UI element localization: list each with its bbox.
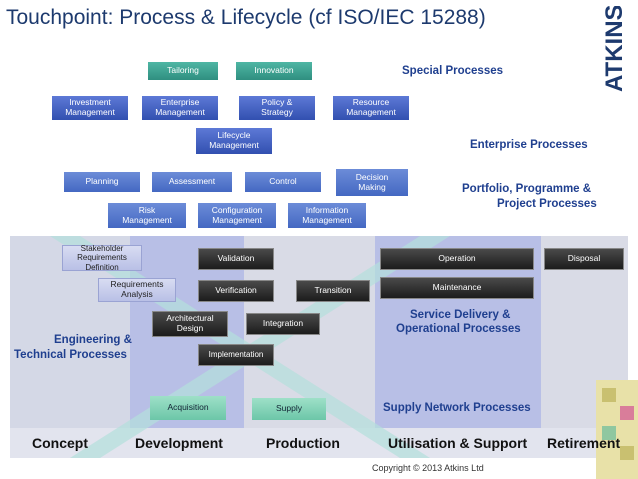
phase-development: Development — [135, 435, 223, 451]
maintenance-box: Maintenance — [380, 277, 534, 299]
validation-label: Validation — [217, 253, 255, 264]
copyright-text: Copyright © 2013 Atkins Ltd — [372, 463, 484, 473]
requirements-line1: Requirements — [110, 279, 164, 290]
supply-box: Supply — [252, 398, 326, 420]
integration-label: Integration — [262, 318, 304, 329]
portfolio-label-line2: Project Processes — [497, 198, 597, 210]
operation-label: Operation — [438, 253, 476, 264]
verification-box: Verification — [198, 280, 274, 302]
planning-box: Planning — [64, 172, 140, 192]
portfolio-label-line1: Portfolio, Programme & — [462, 183, 592, 195]
innovation-label: Innovation — [254, 65, 294, 76]
phase-production: Production — [266, 435, 340, 451]
acquisition-label: Acquisition — [167, 402, 209, 413]
engineering-label-line2: Technical Processes — [14, 349, 127, 361]
investment-line2: Management — [65, 107, 115, 117]
information-line2: Management — [302, 214, 352, 225]
architectural-line1: Architectural — [166, 313, 214, 324]
atkins-logo: ATKINS — [592, 4, 632, 94]
phase-utilisation-support: Utilisation & Support — [388, 435, 528, 451]
implementation-label: Implementation — [208, 350, 264, 360]
disposal-box: Disposal — [544, 248, 624, 270]
investment-line1: Investment — [69, 97, 111, 108]
resource-line1: Resource — [352, 97, 390, 108]
control-box: Control — [245, 172, 321, 192]
requirements-line2: Analysis — [121, 289, 153, 299]
page-title: Touchpoint: Process & Lifecycle (cf ISO/… — [6, 6, 486, 29]
tailoring-label: Tailoring — [167, 65, 199, 76]
maintenance-label: Maintenance — [432, 282, 482, 293]
configuration-line1: Configuration — [211, 204, 263, 215]
service-label-line2: Operational Processes — [396, 323, 521, 335]
operation-box: Operation — [380, 248, 534, 270]
lifecycle-line2: Management — [209, 140, 259, 150]
enterprise-processes-label: Enterprise Processes — [470, 139, 588, 151]
utilisation-band — [375, 236, 541, 458]
validation-box: Validation — [198, 248, 274, 270]
enterprise-line2: Management — [155, 107, 205, 117]
logo-text: ATKINS — [601, 6, 628, 92]
decision-line2: Making — [358, 181, 386, 192]
stakeholder-line3: Definition — [85, 262, 119, 272]
service-label-line1: Service Delivery & — [410, 309, 511, 321]
integration-box: Integration — [246, 313, 320, 335]
special-processes-label: Special Processes — [402, 65, 504, 77]
supply-label: Supply — [276, 403, 302, 414]
decision-line1: Decision — [355, 171, 389, 182]
acquisition-box: Acquisition — [150, 396, 226, 420]
resource-line2: Management — [346, 107, 396, 117]
innovation-box: Innovation — [236, 62, 312, 80]
stakeholder-line2: Requirements — [77, 253, 127, 263]
risk-line2: Management — [122, 214, 172, 225]
assessment-label: Assessment — [168, 176, 216, 187]
disposal-label: Disposal — [567, 253, 601, 264]
information-line1: Information — [305, 204, 349, 215]
stakeholder-line1: Stakeholder — [80, 244, 124, 254]
implementation-box: Implementation — [198, 344, 274, 366]
supply-network-label: Supply Network Processes — [383, 402, 531, 414]
control-label: Control — [269, 176, 297, 187]
architectural-line2: Design — [176, 323, 204, 333]
policy-strategy-box: Policy &Strategy — [239, 96, 315, 120]
transition-label: Transition — [314, 285, 352, 296]
configuration-line2: Management — [212, 214, 262, 225]
planning-label: Planning — [85, 176, 119, 187]
policy-line2: Strategy — [261, 107, 293, 117]
tailoring-box: Tailoring — [148, 62, 218, 80]
verification-label: Verification — [215, 285, 257, 296]
phase-retirement: Retirement — [547, 435, 621, 451]
corner-pattern — [596, 380, 638, 479]
lifecycle-line1: Lifecycle — [217, 130, 251, 141]
phase-concept: Concept — [32, 435, 88, 451]
policy-line1: Policy & — [261, 97, 293, 108]
risk-line1: Risk — [138, 204, 156, 215]
assessment-box: Assessment — [152, 172, 232, 192]
enterprise-line1: Enterprise — [160, 97, 200, 108]
engineering-label-line1: Engineering & — [54, 334, 132, 346]
transition-box: Transition — [296, 280, 370, 302]
